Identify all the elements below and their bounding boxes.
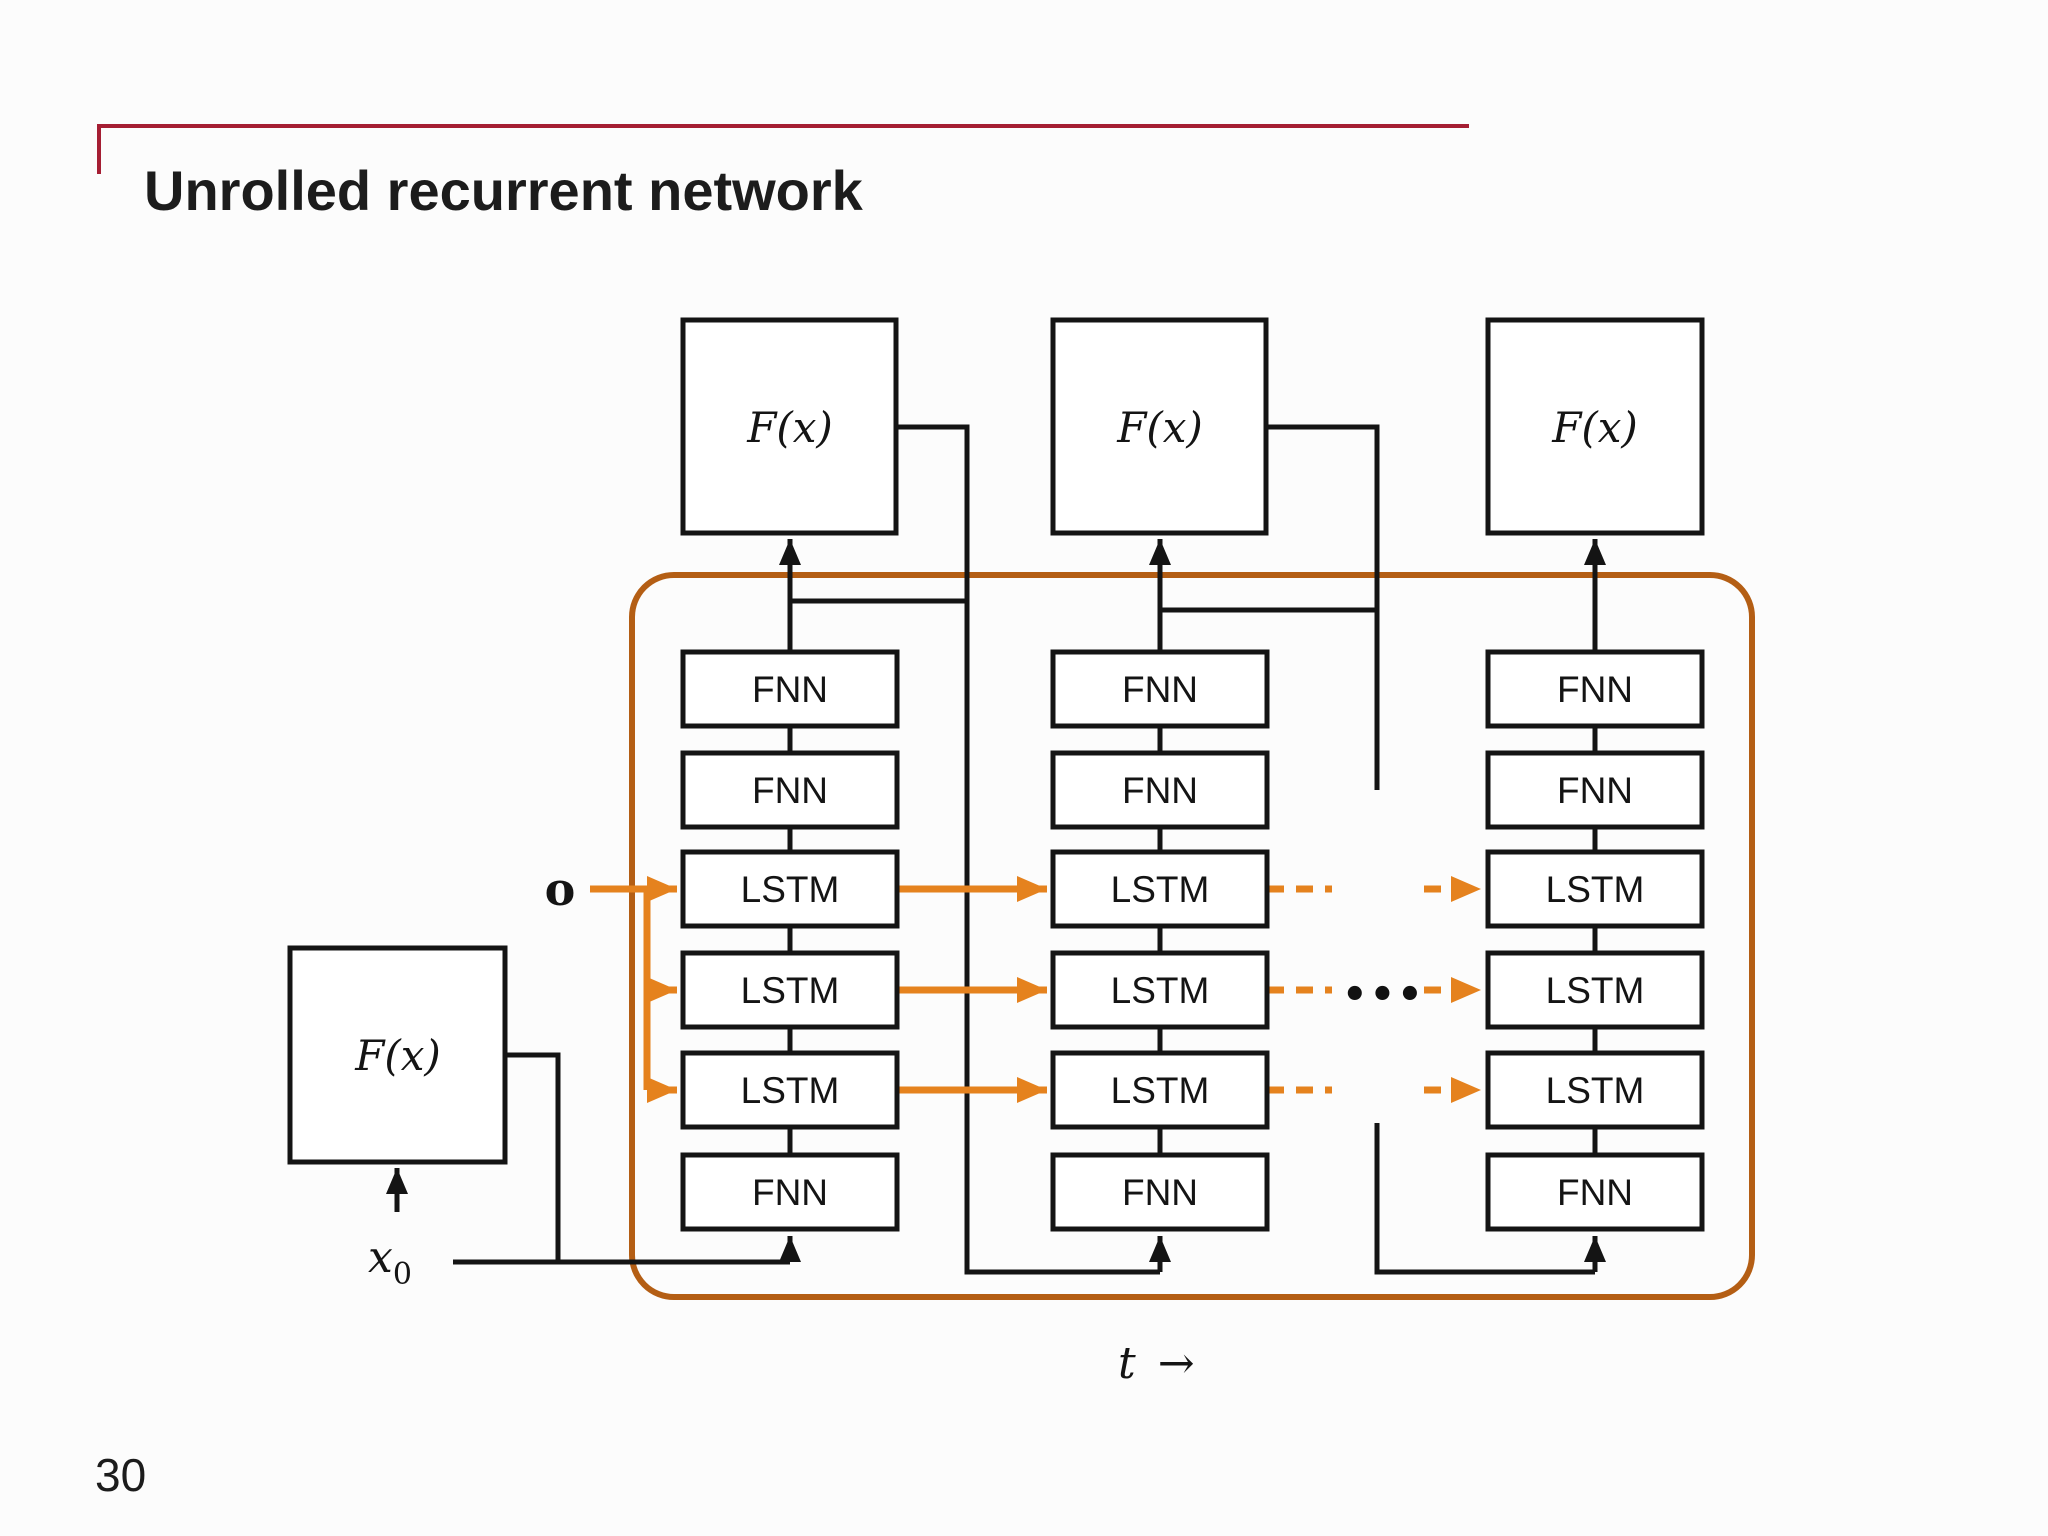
fnn-label: FNN bbox=[1557, 1172, 1633, 1213]
fx-box-col2-label: F(x) bbox=[1116, 403, 1203, 452]
x0-label: x0 bbox=[368, 1232, 412, 1292]
fnn-label: FNN bbox=[1122, 1172, 1198, 1213]
fx-box-col2 bbox=[1050, 317, 1269, 536]
lstm-label: LSTM bbox=[1111, 1070, 1210, 1111]
fnn-box-col3-2 bbox=[1485, 750, 1705, 830]
lstm-box-col3-3 bbox=[1485, 1050, 1705, 1130]
orange-recurrent-arrows bbox=[590, 876, 1481, 1103]
fx-box-left-label: F(x) bbox=[354, 1031, 441, 1080]
fnn-label: FNN bbox=[1557, 770, 1633, 811]
lstm-label: LSTM bbox=[1111, 869, 1210, 910]
page-number: 30 bbox=[95, 1449, 147, 1501]
lstm-label: LSTM bbox=[741, 1070, 840, 1111]
fnn-label: FNN bbox=[752, 1172, 828, 1213]
fx2-output-route-lower bbox=[1374, 1123, 1595, 1275]
fnn-box-col3-3 bbox=[1485, 1152, 1705, 1232]
fnn-label: FNN bbox=[752, 669, 828, 710]
stack-col3: FNN FNN LSTM LSTM LSTM FNN bbox=[1485, 649, 1705, 1232]
lstm-label: LSTM bbox=[1546, 970, 1645, 1011]
time-axis-label: t→ bbox=[1118, 1338, 1195, 1389]
lstm-label: LSTM bbox=[741, 869, 840, 910]
lstm-label: LSTM bbox=[1546, 869, 1645, 910]
stack-col2: FNN FNN LSTM LSTM LSTM FNN bbox=[1050, 649, 1270, 1232]
stack-col1: FNN FNN LSTM LSTM LSTM FNN bbox=[680, 649, 900, 1232]
fnn-box-col2-3 bbox=[1050, 1152, 1270, 1232]
fnn-box-col2-2 bbox=[1050, 750, 1270, 830]
lstm-label: LSTM bbox=[1546, 1070, 1645, 1111]
left-fx-output-route bbox=[505, 1052, 561, 1262]
page-title: Unrolled recurrent network bbox=[144, 158, 863, 222]
fnn-label: FNN bbox=[1122, 770, 1198, 811]
fx2-output-route-upper bbox=[1266, 424, 1380, 790]
fnn-box-col1-3 bbox=[680, 1152, 900, 1232]
fnn-box-col2-1 bbox=[1050, 649, 1270, 729]
fnn-box-col1-1 bbox=[680, 649, 900, 729]
lstm-box-col1-1 bbox=[680, 849, 900, 929]
fnn-box-col3-1 bbox=[1485, 649, 1705, 729]
fx1-output-route bbox=[896, 424, 1160, 1275]
lstm-label: LSTM bbox=[1111, 970, 1210, 1011]
unrolled-network-frame bbox=[629, 572, 1755, 1300]
fx-box-col1-label: F(x) bbox=[746, 403, 833, 452]
lstm-box-col2-1 bbox=[1050, 849, 1270, 929]
lstm-label: LSTM bbox=[741, 970, 840, 1011]
fnn-label: FNN bbox=[752, 770, 828, 811]
lstm-box-col2-3 bbox=[1050, 1050, 1270, 1130]
fx-box-col1 bbox=[680, 317, 899, 536]
o-label: o bbox=[545, 862, 576, 916]
black-connectors bbox=[386, 424, 1606, 1275]
fnn-box-col1-2 bbox=[680, 750, 900, 830]
lstm-box-col1-2 bbox=[680, 950, 900, 1030]
lstm-box-col3-2 bbox=[1485, 950, 1705, 1030]
lstm-box-col2-2 bbox=[1050, 950, 1270, 1030]
fx-box-left bbox=[287, 945, 508, 1165]
lstm-box-col3-1 bbox=[1485, 849, 1705, 929]
fx-box-col3-label: F(x) bbox=[1551, 403, 1638, 452]
header-rule bbox=[97, 124, 1469, 128]
fnn-label: FNN bbox=[1122, 669, 1198, 710]
fx-box-col3 bbox=[1485, 317, 1705, 536]
header-rule-bracket bbox=[97, 124, 101, 174]
ellipsis-dots: ••• bbox=[1342, 972, 1425, 1018]
lstm-box-col1-3 bbox=[680, 1050, 900, 1130]
fnn-label: FNN bbox=[1557, 669, 1633, 710]
